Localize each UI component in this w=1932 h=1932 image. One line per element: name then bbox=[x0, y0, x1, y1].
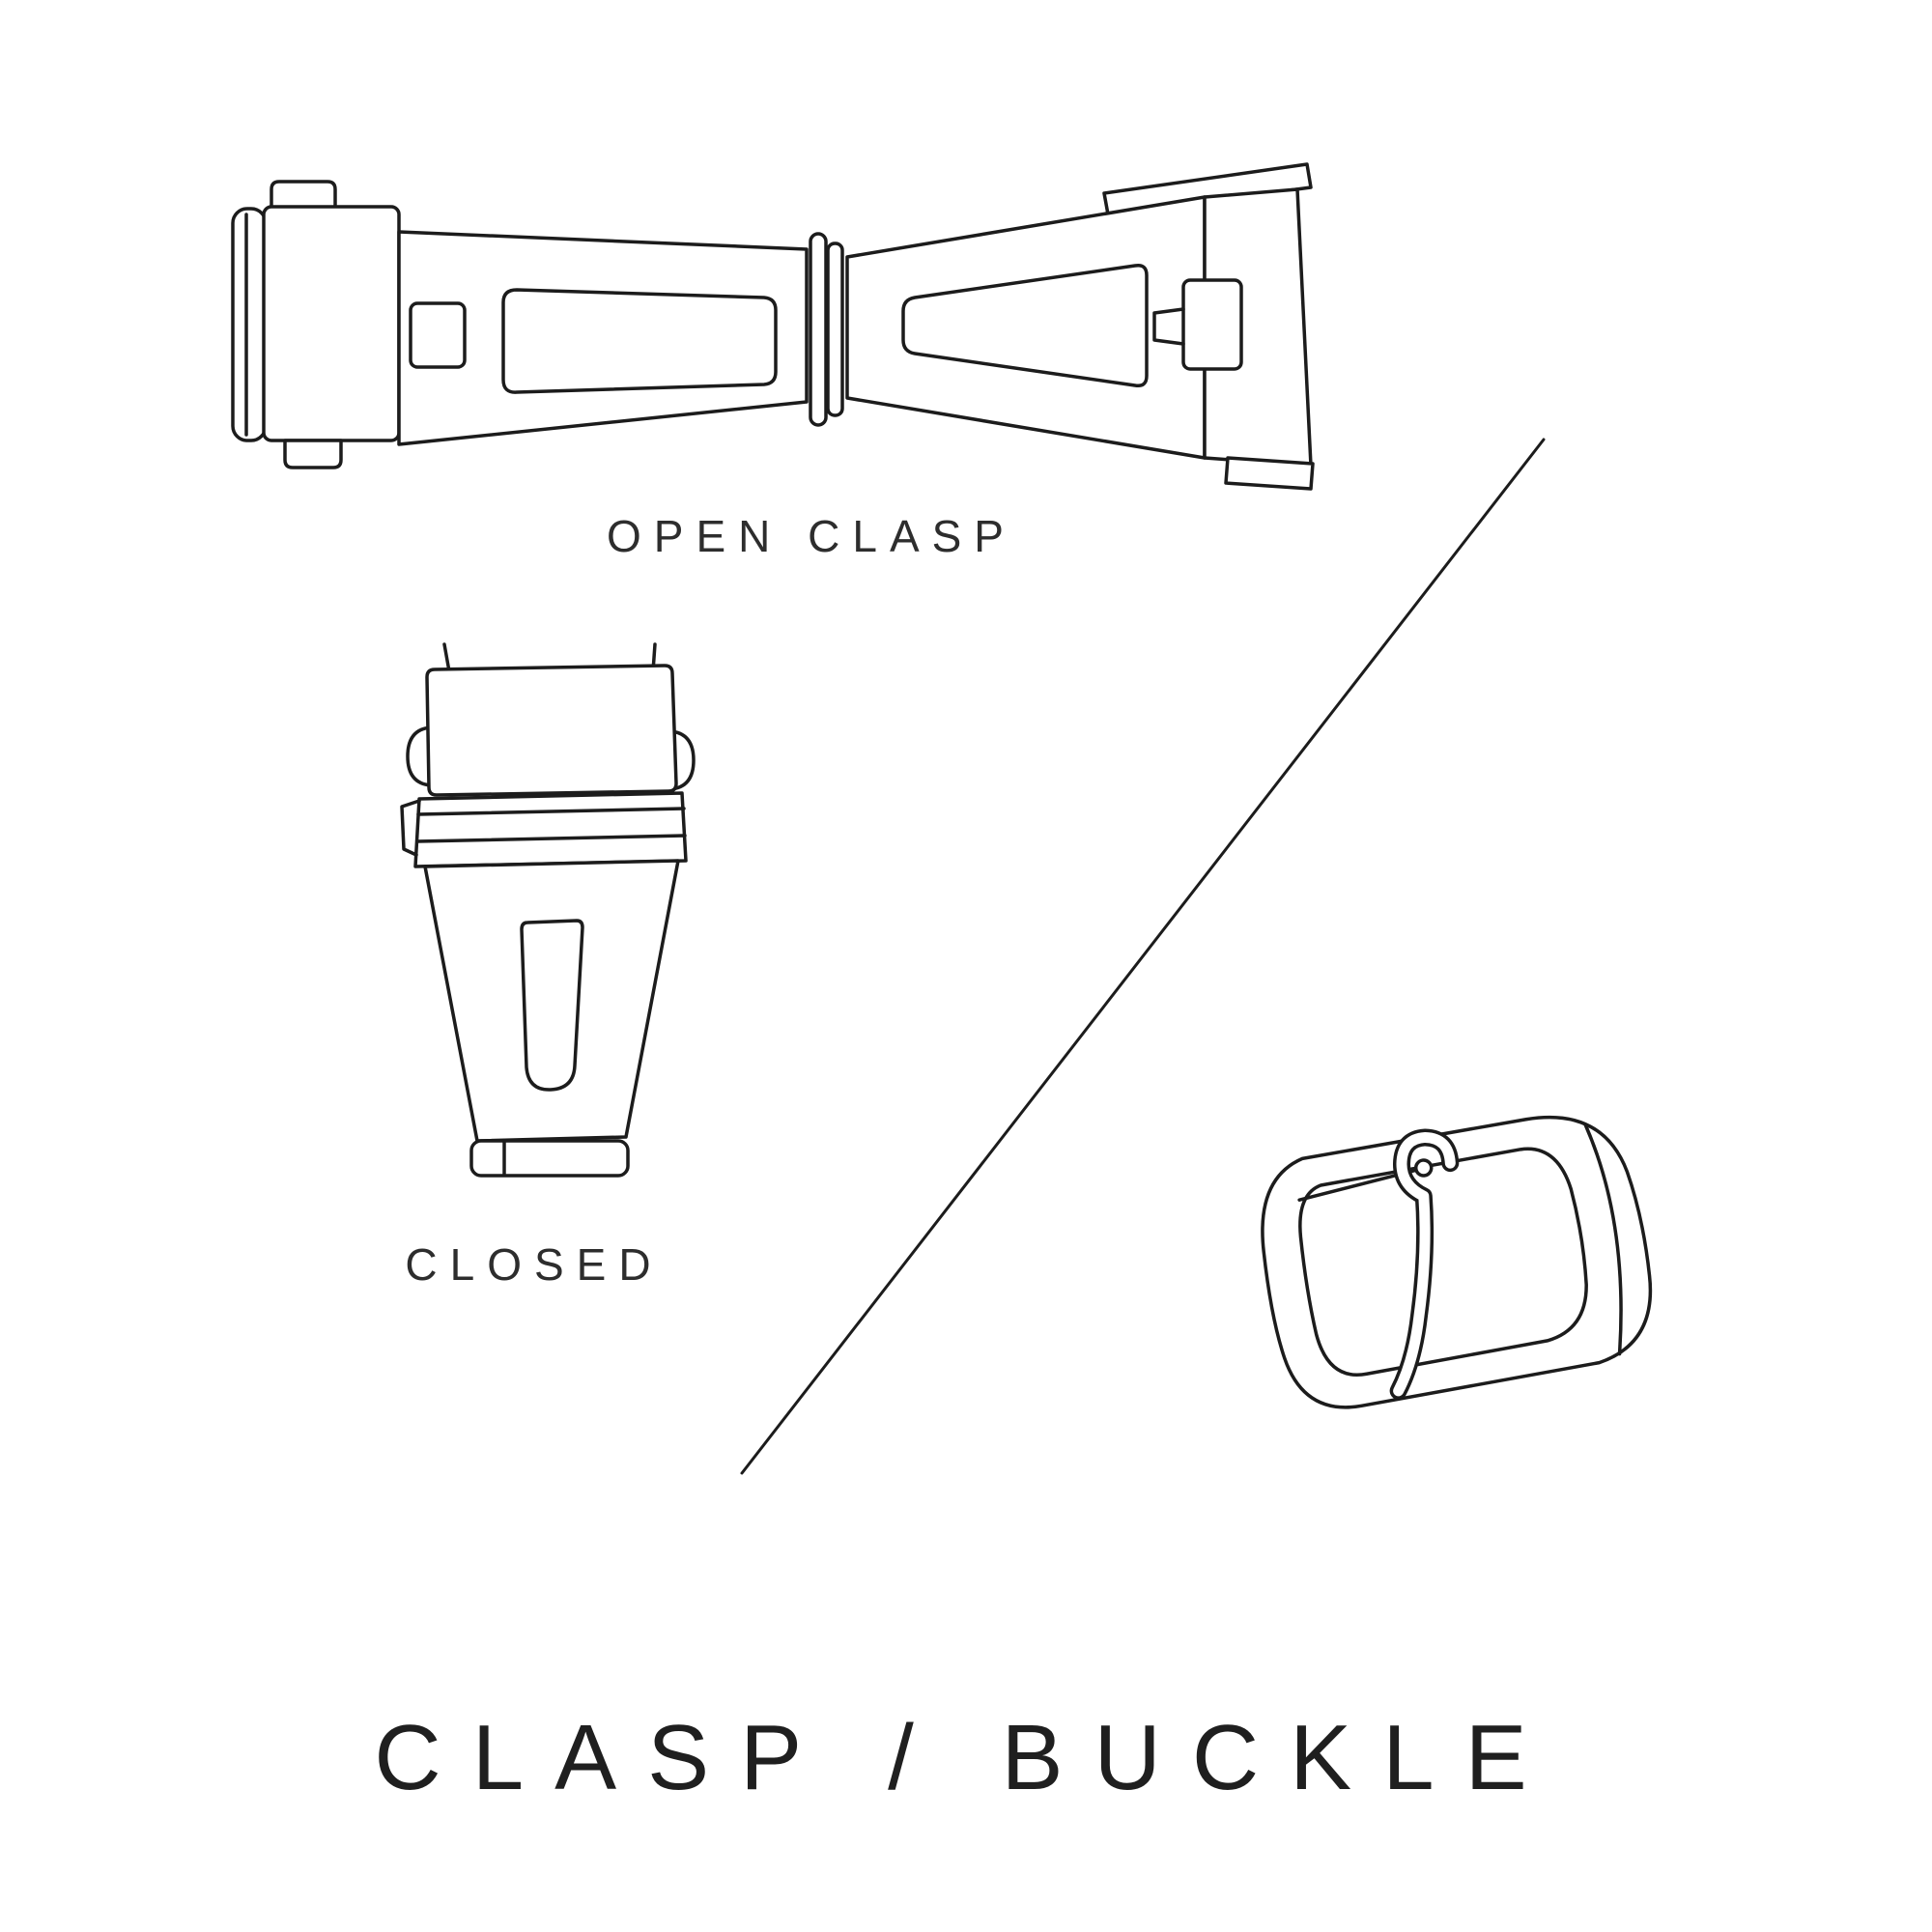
closed-caption: CLOSED bbox=[405, 1239, 664, 1290]
page-title: CLASP / BUCKLE bbox=[374, 1706, 1558, 1809]
open-clasp-illustration bbox=[231, 162, 1315, 491]
divider-line bbox=[740, 438, 1546, 1475]
open-clasp-caption: OPEN CLASP bbox=[607, 511, 1016, 561]
closed-clasp-illustration bbox=[400, 642, 696, 1178]
tang-buckle-illustration bbox=[1261, 1115, 1653, 1409]
